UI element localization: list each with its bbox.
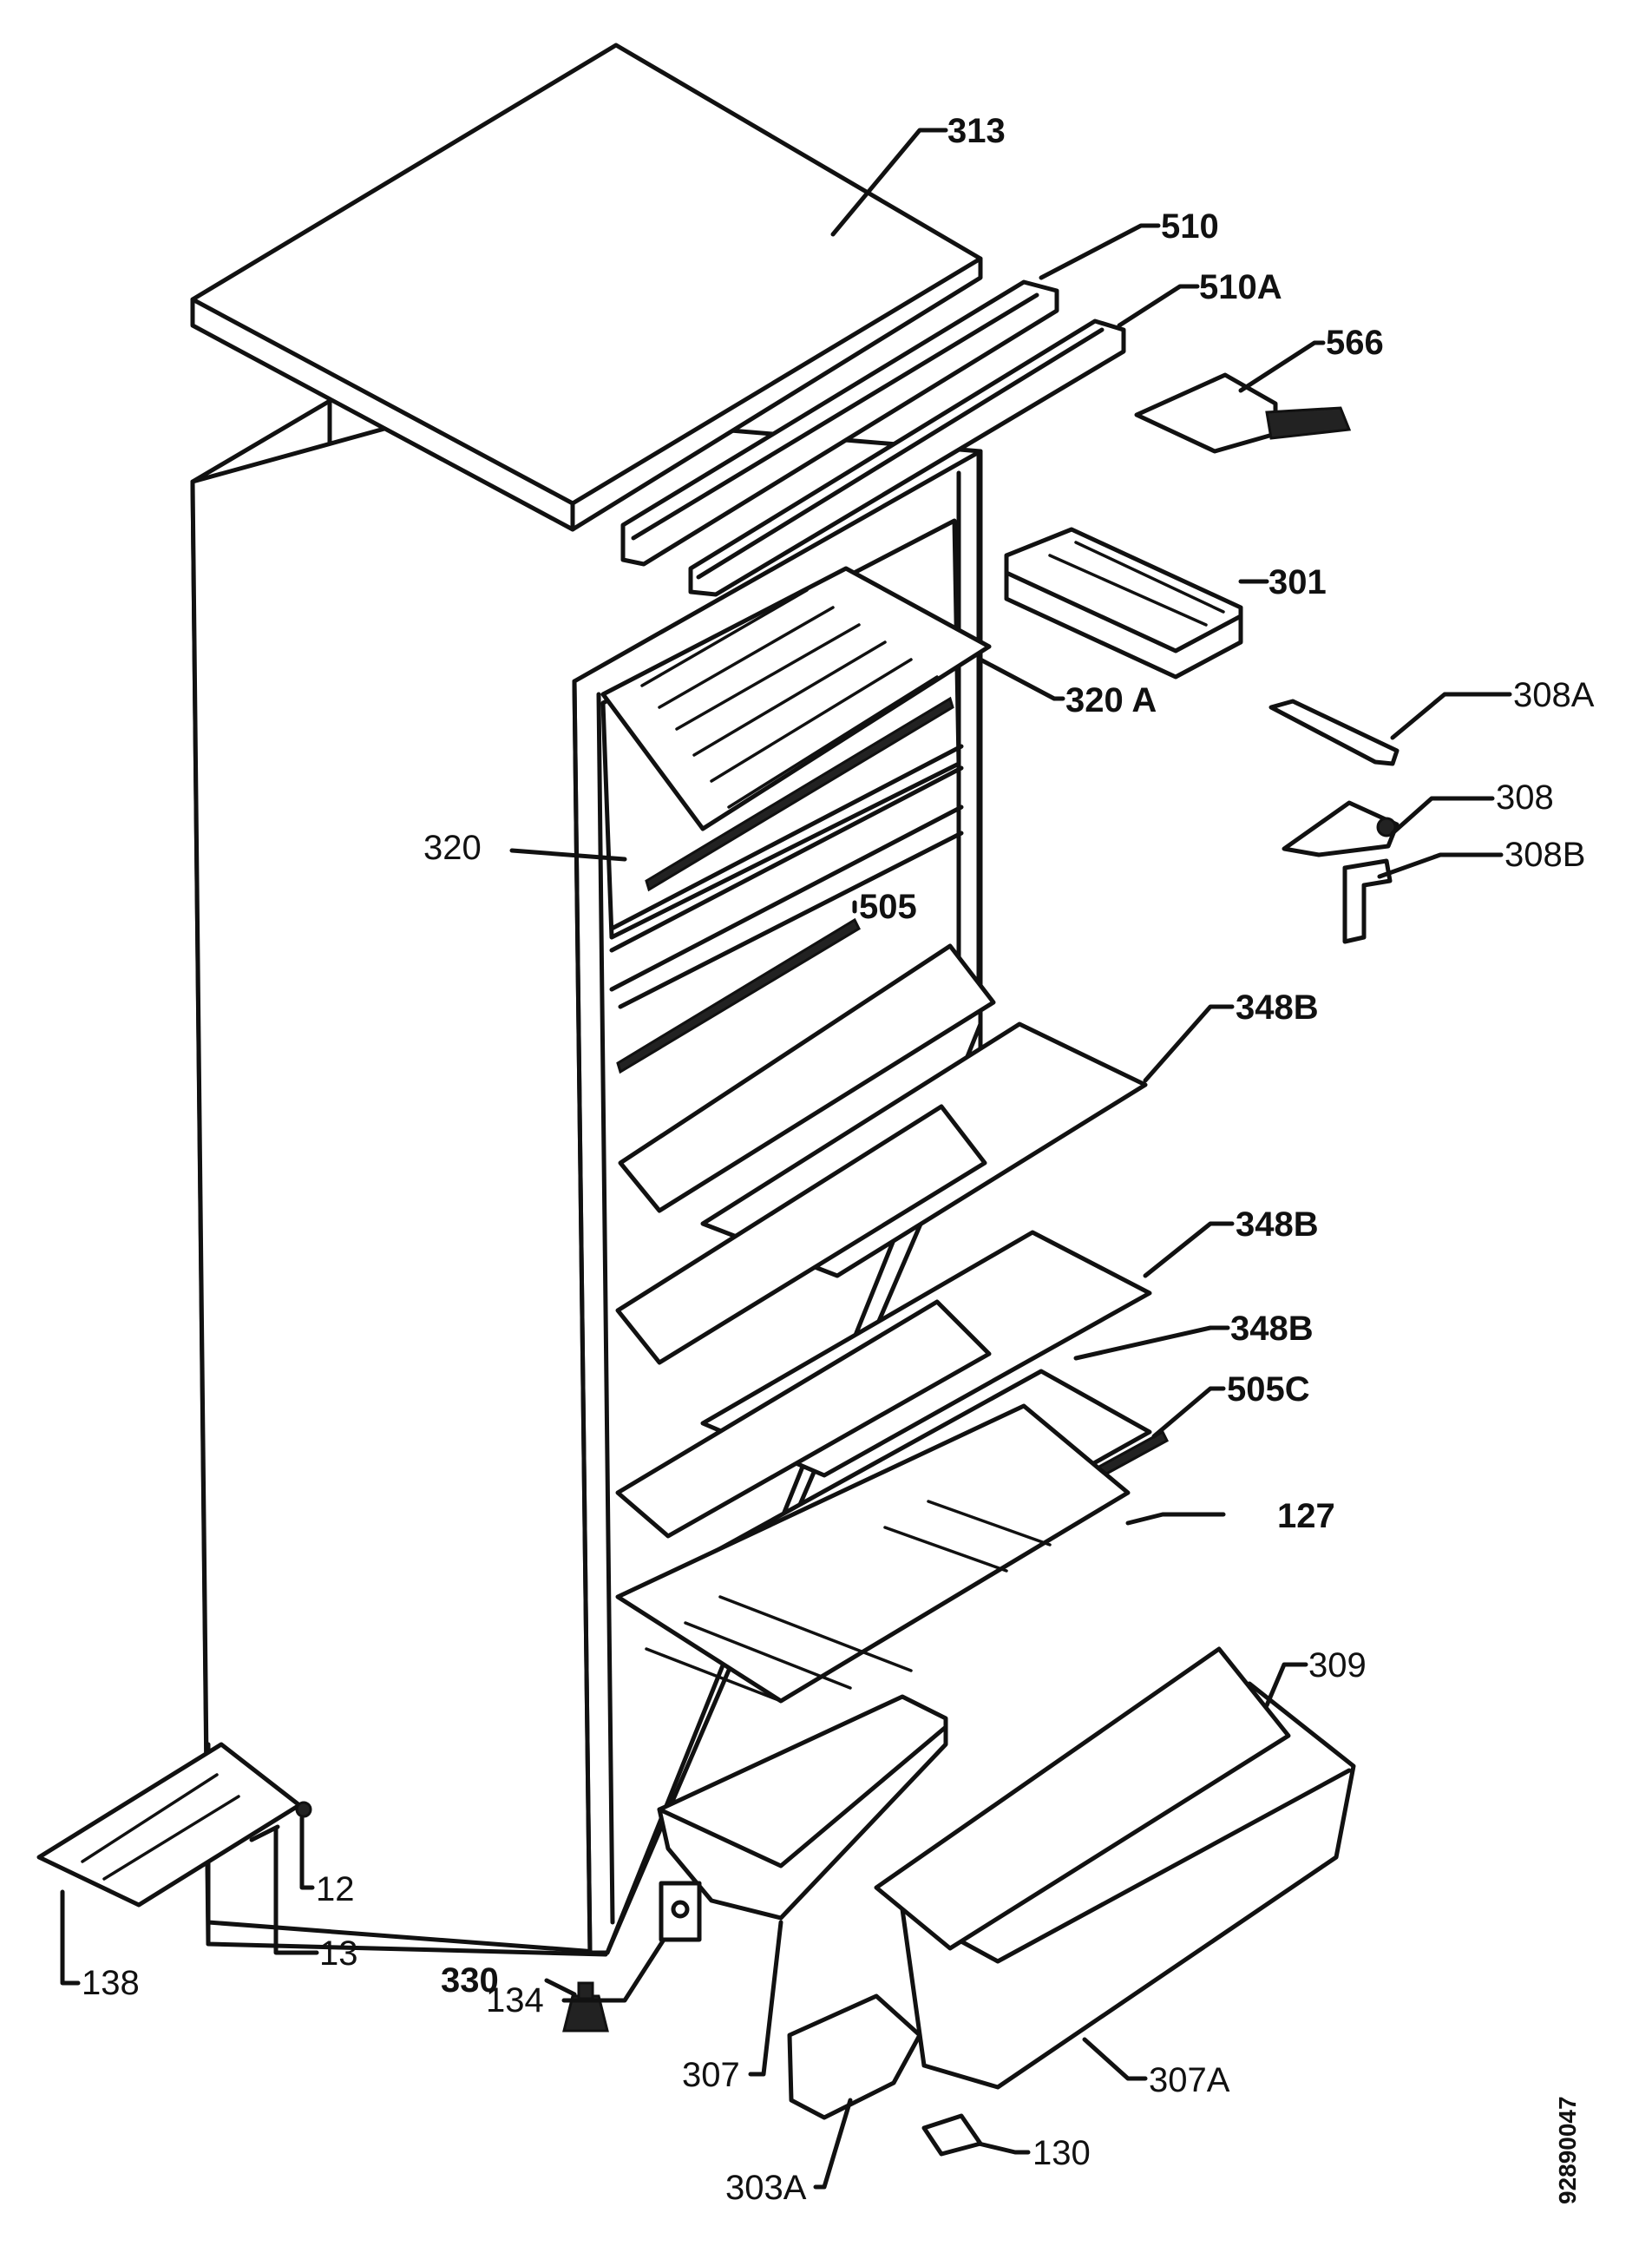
- callout-134: 134: [486, 1981, 544, 2019]
- callout-348B-1: 348B: [1236, 988, 1319, 1027]
- callout-138: 138: [82, 1964, 140, 2002]
- callout-309: 309: [1308, 1646, 1367, 1684]
- callout-330: 330: [441, 1961, 499, 2000]
- callout-labels: 313 510 510A 566 301 320 A 308A 308 308B…: [82, 112, 1595, 2207]
- callout-320A: 320 A: [1065, 681, 1157, 719]
- gasket-strip-510: [620, 279, 1059, 567]
- callout-13: 13: [319, 1934, 358, 1973]
- gasket-strip-510A: [688, 319, 1126, 597]
- callout-12: 12: [316, 1870, 355, 1908]
- cover-plate-130: [921, 2113, 983, 2157]
- drawer-cover-309: [874, 1646, 1291, 1951]
- top-cover-313: [190, 43, 983, 532]
- crisper-cover-127: [615, 1403, 1131, 1704]
- freezer-shelf-320A: [600, 566, 992, 831]
- ice-tray-301: [1004, 527, 1243, 680]
- callout-505C: 505C: [1227, 1370, 1310, 1409]
- callout-348B-3: 348B: [1230, 1310, 1314, 1348]
- screw-13-and-nut-12: [249, 1801, 312, 1842]
- crisper-drawer-307: [657, 1694, 948, 1921]
- ice-scraper-566: [1134, 372, 1352, 454]
- callout-303A: 303A: [725, 2169, 807, 2207]
- callout-348B-2: 348B: [1236, 1205, 1319, 1244]
- callout-320: 320: [423, 829, 482, 867]
- shelf-trim-505: [616, 917, 861, 1074]
- hinge-parts-308: [1268, 699, 1400, 944]
- callout-308A: 308A: [1513, 676, 1595, 714]
- callout-505: 505: [859, 888, 917, 926]
- base-plate-138: [36, 1742, 302, 1908]
- callout-307: 307: [682, 2056, 740, 2094]
- thermostat-knob-330: [562, 1881, 702, 2033]
- callout-308: 308: [1496, 778, 1554, 817]
- freezer-flap-320: [645, 696, 954, 892]
- callout-130: 130: [1032, 2134, 1091, 2172]
- foot-303A: [787, 1993, 922, 2120]
- drawing-reference-number: 92890047: [1554, 2096, 1581, 2204]
- callout-510: 510: [1161, 207, 1219, 246]
- callout-313: 313: [947, 112, 1006, 150]
- leader-lines: [60, 128, 1512, 2190]
- callout-566: 566: [1326, 324, 1384, 362]
- callout-307A: 307A: [1149, 2061, 1230, 2099]
- callout-127: 127: [1277, 1497, 1335, 1535]
- callout-510A: 510A: [1199, 268, 1282, 306]
- callout-301: 301: [1268, 563, 1327, 601]
- callout-308B: 308B: [1504, 836, 1585, 874]
